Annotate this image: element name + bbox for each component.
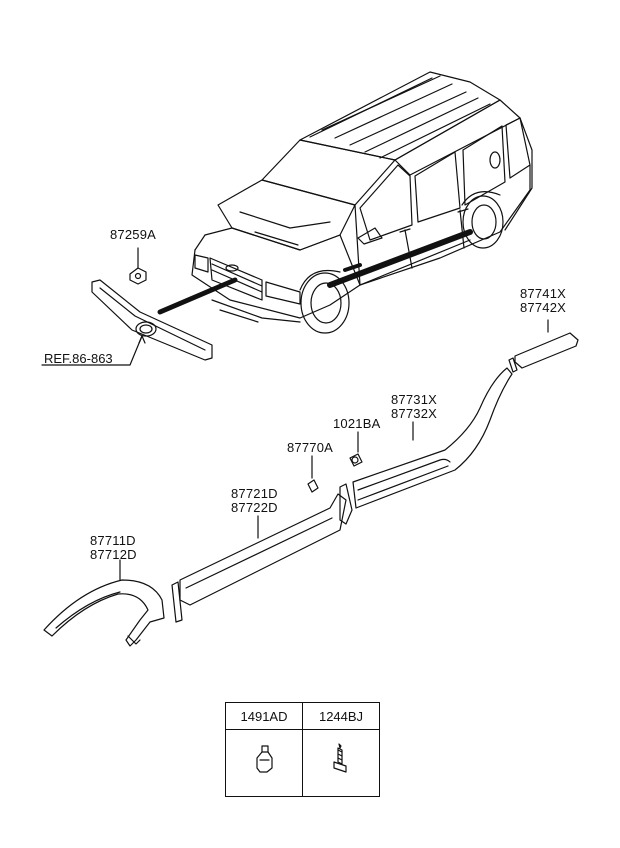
- label-87770A: 87770A: [287, 440, 334, 455]
- fastener-header-1244BJ: 1244BJ: [302, 702, 380, 730]
- label-87721D: 87721D: [231, 486, 278, 501]
- fastener-header-1491AD: 1491AD: [224, 702, 304, 730]
- fastener-table: 1491AD 1244BJ: [224, 702, 380, 797]
- clip-1021BA: [349, 431, 363, 467]
- label-87711D: 87711D: [90, 533, 136, 548]
- label-87731X: 87731X: [391, 392, 438, 407]
- label-87712D: 87712D: [90, 547, 137, 562]
- fastener-cell-1244BJ: [302, 729, 380, 797]
- rear-molding-87741X: [508, 319, 579, 373]
- clip-87770A: [307, 455, 319, 493]
- label-87741X: 87741X: [520, 286, 567, 301]
- body-molding-mark: [327, 229, 473, 288]
- label-ref-86-863[interactable]: REF.86-863: [44, 351, 113, 366]
- label-1021BA: 1021BA: [333, 416, 381, 431]
- label-87742X: 87742X: [520, 300, 567, 315]
- label-87722D: 87722D: [231, 500, 278, 515]
- vehicle-illustration: [191, 71, 533, 334]
- front-door-molding-87721D: [171, 493, 347, 623]
- wheel-arch-molding-87711D: [43, 559, 165, 647]
- fastener-cell-1491AD: [224, 729, 304, 797]
- rear-door-molding-87731X: [339, 367, 513, 525]
- label-87732X: 87732X: [391, 406, 438, 421]
- label-87259A: 87259A: [110, 227, 157, 242]
- front-garnish-part: [91, 279, 213, 361]
- clip-87259A: [129, 247, 147, 285]
